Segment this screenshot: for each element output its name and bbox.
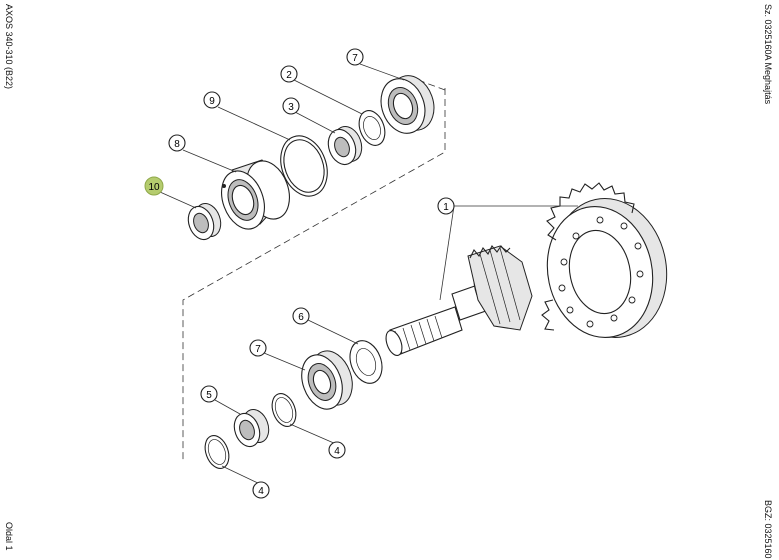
leader-lines	[159, 63, 578, 485]
callout-label: 3	[288, 102, 294, 113]
callout-1[interactable]: 1	[437, 197, 455, 215]
callout-6[interactable]: 6	[292, 307, 310, 325]
callout-label: 6	[298, 312, 304, 323]
callout-2[interactable]: 2	[280, 65, 298, 83]
callout-label: 5	[206, 390, 212, 401]
callout-7-top[interactable]: 7	[346, 48, 364, 66]
pinion-shaft-part-1	[385, 245, 533, 356]
bearing-upper	[380, 75, 435, 134]
assembly-frame	[182, 79, 446, 462]
callout-label: 2	[286, 70, 292, 81]
washer-part-2	[358, 110, 386, 146]
callout-5[interactable]: 5	[200, 385, 218, 403]
callout-9[interactable]: 9	[203, 91, 221, 109]
ring-part-4-lower	[204, 435, 230, 469]
callout-3[interactable]: 3	[282, 97, 300, 115]
seal-part-10	[187, 203, 222, 241]
washer-part-6	[349, 340, 383, 384]
callout-label: 1	[443, 202, 449, 213]
callout-label: 7	[352, 53, 358, 64]
crown-wheel-part-1	[541, 182, 668, 339]
bearing-lower	[301, 350, 353, 410]
bushing-part-5	[233, 409, 270, 448]
callout-4-middle[interactable]: 4	[328, 441, 346, 459]
callout-8[interactable]: 8	[168, 134, 186, 152]
callout-label: 4	[258, 486, 264, 497]
callout-7-bottom[interactable]: 7	[249, 339, 267, 357]
oring-part-9	[280, 135, 328, 197]
callout-label: 8	[174, 139, 180, 150]
callout-label: 4	[334, 446, 340, 457]
callout-10[interactable]: 10	[144, 176, 164, 196]
nut-part-3	[327, 126, 363, 166]
ring-part-4-upper	[271, 393, 297, 427]
callout-label: 9	[209, 96, 215, 107]
housing-part-8	[221, 159, 290, 230]
callout-label: 10	[148, 182, 160, 193]
callout-label: 7	[255, 344, 261, 355]
callout-4-bottom[interactable]: 4	[252, 481, 270, 499]
